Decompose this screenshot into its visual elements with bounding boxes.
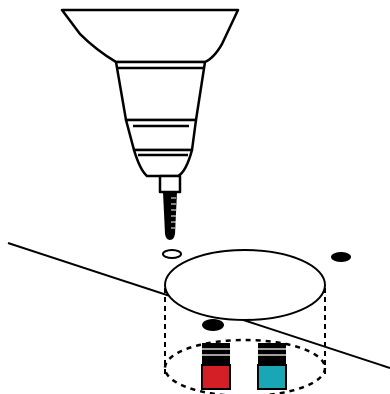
pipette-tip-icon bbox=[163, 192, 177, 240]
pipette-barrel-icon bbox=[60, 8, 240, 194]
droplet-icon bbox=[162, 249, 182, 259]
vial-icon bbox=[257, 343, 287, 390]
dark-spot-right bbox=[331, 252, 351, 262]
cylinder-well-icon bbox=[163, 249, 327, 394]
vial-icon bbox=[201, 343, 231, 390]
dark-spot-center bbox=[202, 319, 224, 331]
